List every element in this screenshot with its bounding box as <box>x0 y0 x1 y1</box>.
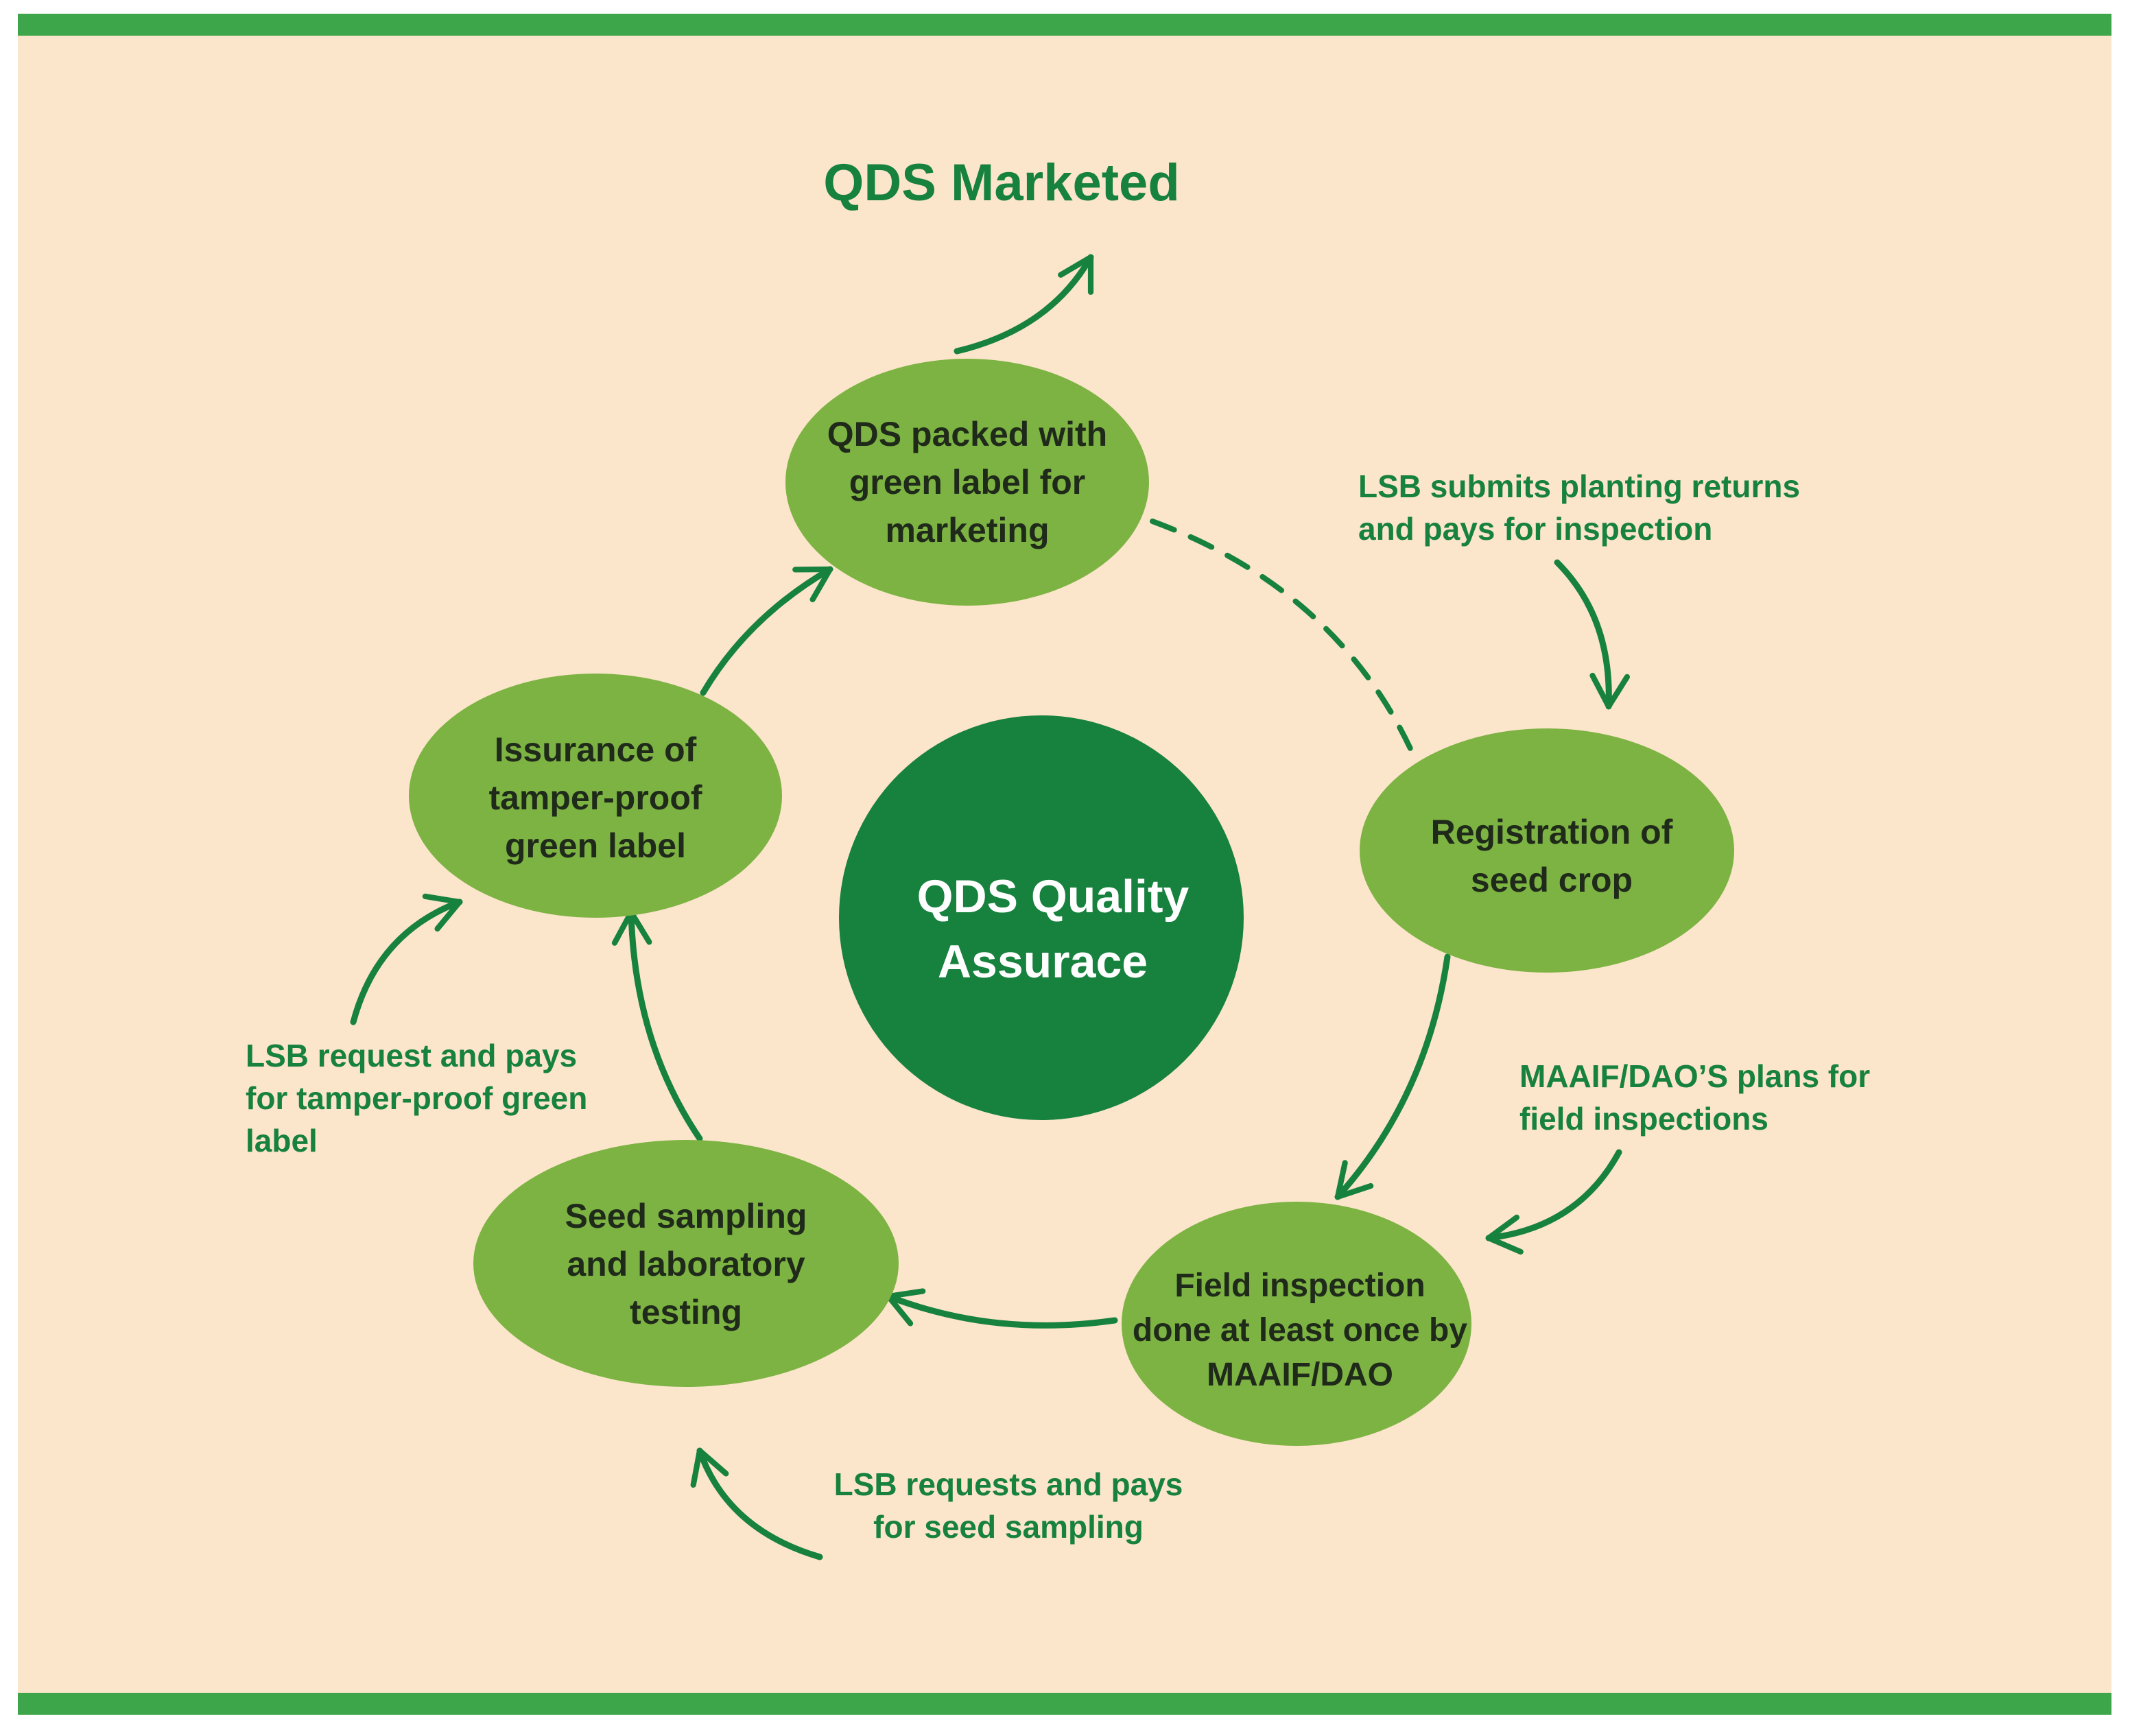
node-green-label-shape <box>409 674 782 918</box>
node-seed-sampling-shape <box>473 1140 899 1387</box>
node-green-label: Issurance of tamper-proof green label <box>409 674 782 918</box>
note-label-request-line-3: label <box>246 1123 318 1158</box>
note-label-request-line-1: LSB request and pays <box>246 1038 577 1073</box>
note-planting-returns: LSB submits planting returns and pays fo… <box>1358 468 1800 547</box>
node-registration-line-1: Registration of <box>1431 813 1673 851</box>
arrow-sampling-to-label <box>611 909 703 1142</box>
arrow-field-inspection-to-sampling <box>885 1288 1118 1329</box>
arrow-note-planting-returns <box>1554 559 1630 710</box>
node-seed-sampling-line-1: Seed sampling <box>565 1197 807 1235</box>
node-seed-sampling: Seed sampling and laboratory testing <box>473 1140 899 1387</box>
node-qds-packed: QDS packed with green label for marketin… <box>785 359 1149 606</box>
node-green-label-line-2: tamper-proof <box>488 778 702 817</box>
node-qds-packed-line-1: QDS packed with <box>827 415 1107 453</box>
node-green-label-line-3: green label <box>505 827 686 865</box>
note-label-request: LSB request and pays for tamper-proof gr… <box>246 1038 587 1158</box>
center-qds-quality-assurance: QDS Quality Assurace <box>839 715 1244 1120</box>
node-seed-sampling-line-3: testing <box>630 1293 742 1331</box>
node-field-inspection-line-1: Field inspection <box>1174 1268 1425 1304</box>
node-registration-shape <box>1360 728 1734 973</box>
node-field-inspection-shape <box>1122 1202 1471 1446</box>
arrow-note-field-inspection-plans <box>1485 1149 1622 1255</box>
note-field-inspection-plans: MAAIF/DAO’S plans for field inspections <box>1519 1058 1870 1137</box>
note-planting-returns-line-2: and pays for inspection <box>1358 511 1712 547</box>
node-qds-packed-line-2: green label for <box>849 463 1086 501</box>
arrow-registration-to-field-inspection <box>1334 953 1451 1200</box>
arrow-packed-to-marketed <box>954 254 1094 355</box>
node-registration-line-2: seed crop <box>1471 861 1633 899</box>
node-qds-packed-shape <box>785 359 1149 606</box>
note-field-inspection-plans-line-1: MAAIF/DAO’S plans for <box>1519 1058 1870 1094</box>
node-field-inspection-line-2: done at least once by <box>1133 1312 1467 1348</box>
dashed-connector-packed-registration <box>1150 519 1416 757</box>
center-line-2: Assurace <box>938 936 1148 988</box>
top-band <box>18 14 2111 36</box>
node-registration: Registration of seed crop <box>1360 728 1734 973</box>
note-field-inspection-plans-line-2: field inspections <box>1519 1101 1768 1137</box>
arrow-note-label-request <box>350 893 463 1025</box>
arrow-note-seed-sampling <box>690 1447 823 1560</box>
note-seed-sampling-request: LSB requests and pays for seed sampling <box>834 1466 1183 1545</box>
center-circle <box>839 715 1244 1120</box>
note-label-request-line-2: for tamper-proof green <box>246 1080 587 1116</box>
note-seed-sampling-request-line-2: for seed sampling <box>873 1509 1144 1545</box>
node-field-inspection: Field inspection done at least once by M… <box>1122 1202 1471 1446</box>
note-seed-sampling-request-line-1: LSB requests and pays <box>834 1466 1183 1502</box>
node-qds-packed-line-3: marketing <box>886 511 1050 549</box>
center-line-1: QDS Quality <box>917 870 1190 923</box>
arrow-label-to-packed <box>700 566 833 696</box>
note-planting-returns-line-1: LSB submits planting returns <box>1358 468 1800 504</box>
qds-marketed-title: QDS Marketed <box>823 154 1180 212</box>
node-seed-sampling-line-2: and laboratory <box>567 1245 805 1283</box>
node-green-label-line-1: Issurance of <box>495 730 697 769</box>
node-field-inspection-line-3: MAAIF/DAO <box>1207 1357 1393 1393</box>
bottom-band <box>18 1693 2111 1715</box>
